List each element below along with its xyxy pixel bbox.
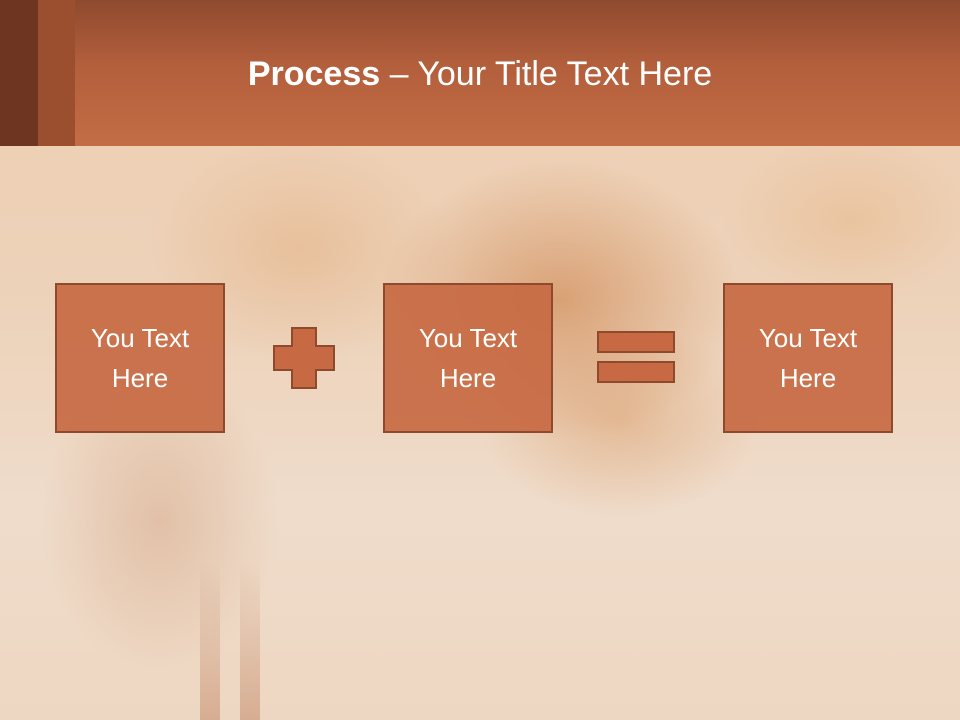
title-bar: Process – Your Title Text Here <box>0 0 960 146</box>
slide-title[interactable]: Process – Your Title Text Here <box>75 52 885 96</box>
step-label: You Text Here <box>418 323 518 393</box>
accent-strip <box>38 0 75 146</box>
step-label: You Text Here <box>758 323 858 393</box>
accent-strip <box>0 0 38 146</box>
process-step-box[interactable]: You Text Here <box>723 283 893 433</box>
plus-icon <box>273 327 335 389</box>
wood-grain <box>200 560 220 720</box>
process-step-box[interactable]: You Text Here <box>383 283 553 433</box>
title-bold: Process <box>247 55 381 93</box>
title-rest: – Your Title Text Here <box>380 55 713 93</box>
process-step-box[interactable]: You Text Here <box>55 283 225 433</box>
step-label: You Text Here <box>90 323 190 393</box>
equals-icon <box>597 331 675 383</box>
wood-grain <box>240 560 260 720</box>
